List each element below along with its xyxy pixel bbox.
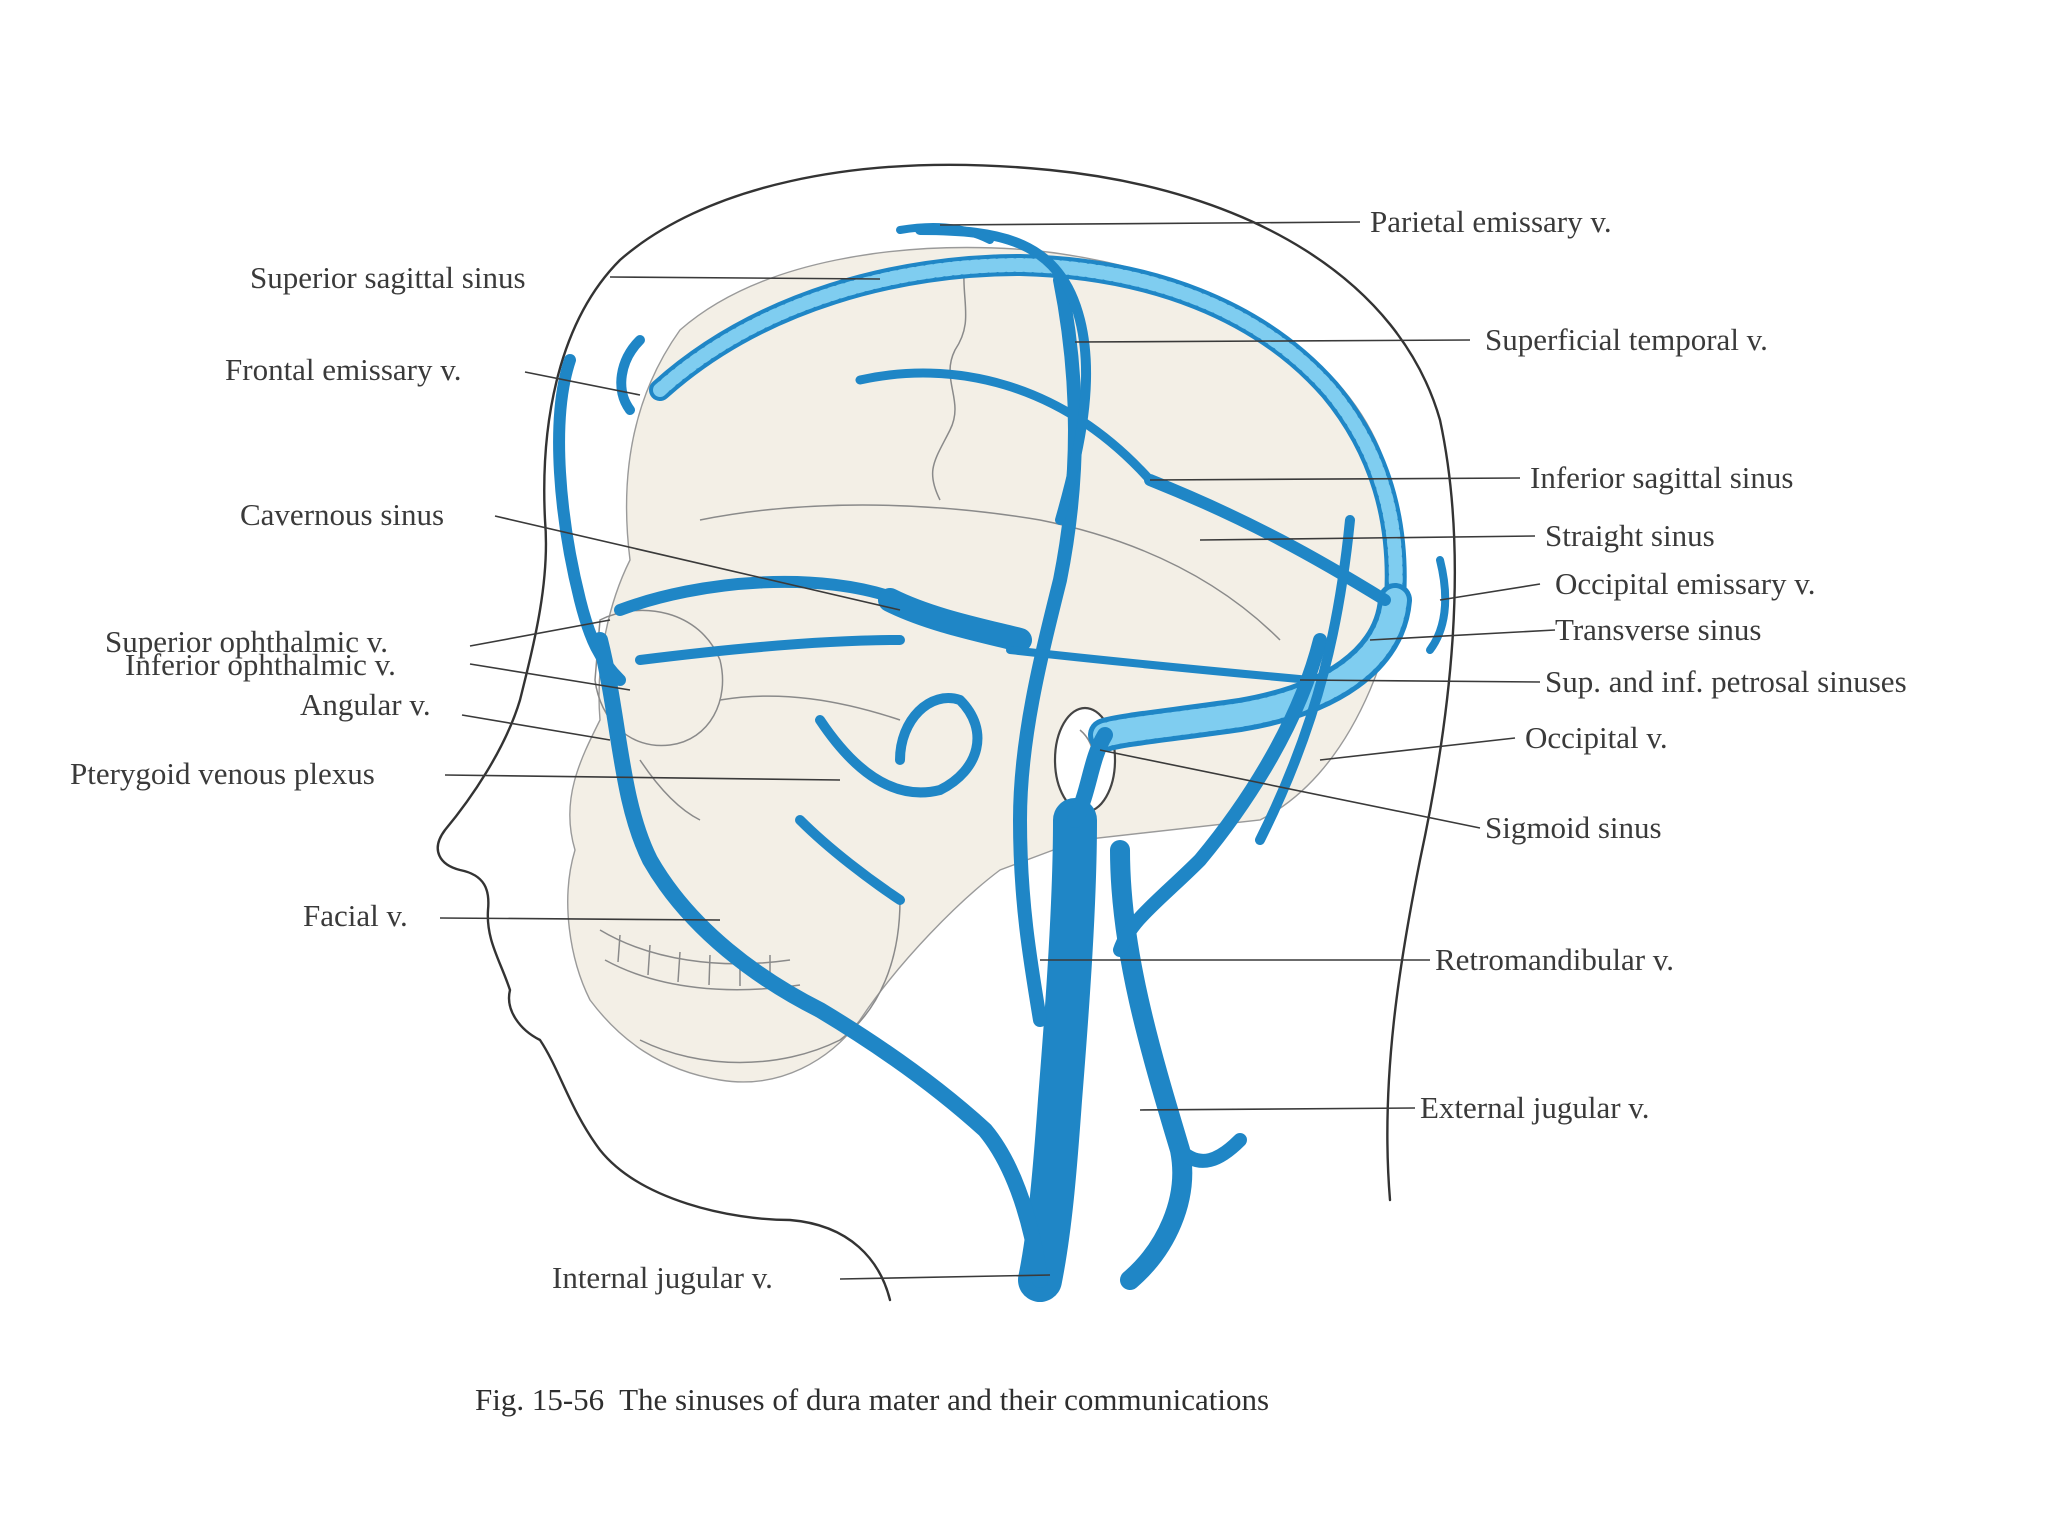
label-parietal-emissary: Parietal emissary v.: [1370, 204, 1612, 239]
head-outline: [436, 163, 1457, 1302]
parietal-emissary-vein-shape: [896, 223, 994, 244]
skull: [567, 246, 1399, 1083]
label-petrosal: Sup. and inf. petrosal sinuses: [1545, 664, 1907, 699]
label-frontal-emissary: Frontal emissary v.: [225, 352, 461, 387]
veins: [553, 223, 1450, 1302]
label-cavernous: Cavernous sinus: [240, 497, 444, 532]
facial-vein-shape: [592, 632, 1048, 1288]
label-facial: Facial v.: [303, 898, 408, 933]
label-external-jugular: External jugular v.: [1420, 1090, 1650, 1125]
labels: Parietal emissary v. Superior sagittal s…: [70, 204, 1907, 1295]
label-angular: Angular v.: [300, 687, 431, 722]
retromandibular-vein-shape: [1013, 273, 1082, 1027]
label-retromandibular: Retromandibular v.: [1435, 942, 1674, 977]
figure-caption: Fig. 15-56 The sinuses of dura mater and…: [475, 1382, 1269, 1417]
label-inferior-sagittal: Inferior sagittal sinus: [1530, 460, 1793, 495]
inferior-ophthalmic-vein-shape: [635, 635, 905, 665]
label-transverse: Transverse sinus: [1555, 612, 1761, 647]
label-pterygoid: Pterygoid venous plexus: [70, 756, 375, 791]
superior-ophthalmic-vein-shape: [614, 575, 906, 616]
straight-sinus-shape: [1144, 474, 1391, 606]
leader-lines: [439, 221, 1556, 1280]
label-superior-ophthalmic: Superior ophthalmic v.: [105, 624, 388, 659]
label-superficial-temporal: Superficial temporal v.: [1485, 322, 1768, 357]
internal-jugular-vein-shape: [1018, 798, 1097, 1302]
label-occipital-emissary: Occipital emissary v.: [1555, 566, 1816, 601]
label-internal-jugular: Internal jugular v.: [552, 1260, 773, 1295]
occipital-emissary-vein-shape: [1426, 556, 1450, 654]
angular-vein-shape: [553, 354, 626, 686]
dural-sinuses: [649, 253, 1412, 752]
inferior-sagittal-sinus-shape: [855, 368, 1155, 485]
occipital-vein-shape: [1113, 633, 1327, 957]
label-inferior-ophthalmic: Inferior ophthalmic v.: [125, 647, 396, 682]
pterygoid-plexus-shape: [815, 693, 983, 798]
label-occipital-v: Occipital v.: [1525, 720, 1668, 755]
label-sigmoid: Sigmoid sinus: [1485, 810, 1662, 845]
label-straight: Straight sinus: [1545, 518, 1715, 553]
frontal-emissary-vein-shape: [616, 335, 645, 415]
label-superior-sagittal: Superior sagittal sinus: [250, 260, 526, 295]
petrosal-sinus-shape: [1006, 646, 1314, 684]
sigmoid-sinus-shape: [1067, 727, 1113, 828]
cavernous-sinus-shape: [878, 588, 1032, 652]
